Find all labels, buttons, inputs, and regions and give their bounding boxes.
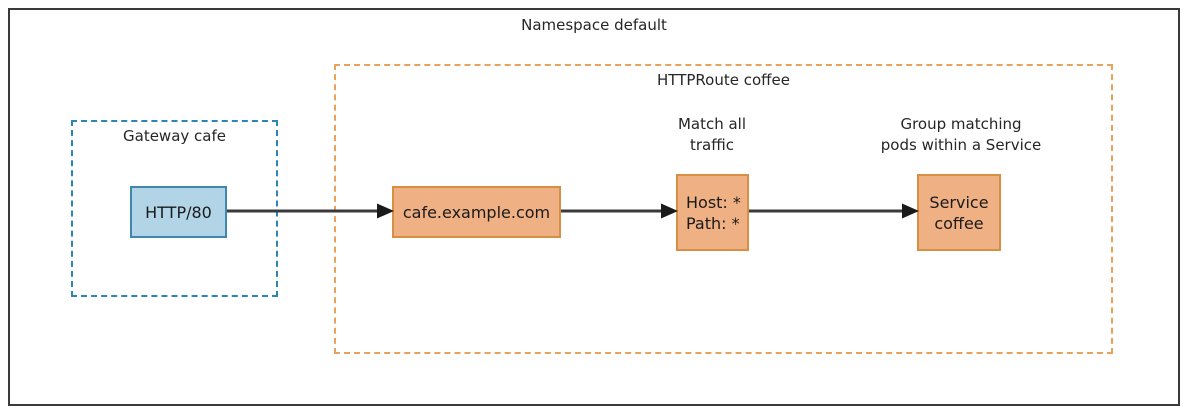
- node-service-coffee[interactable]: Service coffee: [917, 174, 1001, 251]
- node-service-kind: Service: [929, 192, 989, 212]
- node-match-rule[interactable]: Host: * Path: *: [676, 174, 749, 251]
- namespace-title-label: Namespace default: [521, 16, 667, 34]
- node-match-rule-path: Path: *: [686, 213, 740, 233]
- node-hostname-cafe-example-com[interactable]: cafe.example.com: [392, 186, 561, 238]
- group-matching-pods-caption: Group matching pods within a Service: [866, 114, 1056, 156]
- node-service-text: Service coffee: [929, 192, 988, 234]
- httproute-container: [334, 64, 1113, 354]
- gateway-container: [71, 120, 278, 297]
- connector-gateway-to-hostname: [227, 202, 394, 220]
- node-listener-label: HTTP/80: [145, 202, 212, 222]
- match-caption-line-2: traffic: [690, 136, 734, 154]
- connector-match-to-service: [749, 202, 919, 220]
- group-caption-line-2: pods within a Service: [880, 136, 1042, 154]
- connector-hostname-to-match: [561, 202, 678, 220]
- group-caption-line-1: Group matching: [900, 115, 1022, 133]
- match-caption-line-1: Match all: [677, 115, 747, 133]
- namespace-container: [8, 8, 1180, 406]
- node-hostname-label: cafe.example.com: [402, 202, 551, 222]
- match-all-traffic-caption: Match all traffic: [642, 114, 782, 156]
- httproute-title-label: HTTPRoute coffee: [657, 71, 790, 89]
- node-listener-http80[interactable]: HTTP/80: [130, 186, 227, 238]
- node-match-rule-host: Host: *: [686, 192, 741, 212]
- node-match-rule-text: Host: * Path: *: [686, 192, 741, 234]
- gateway-title-label: Gateway cafe: [123, 127, 226, 145]
- node-service-name: coffee: [934, 213, 984, 233]
